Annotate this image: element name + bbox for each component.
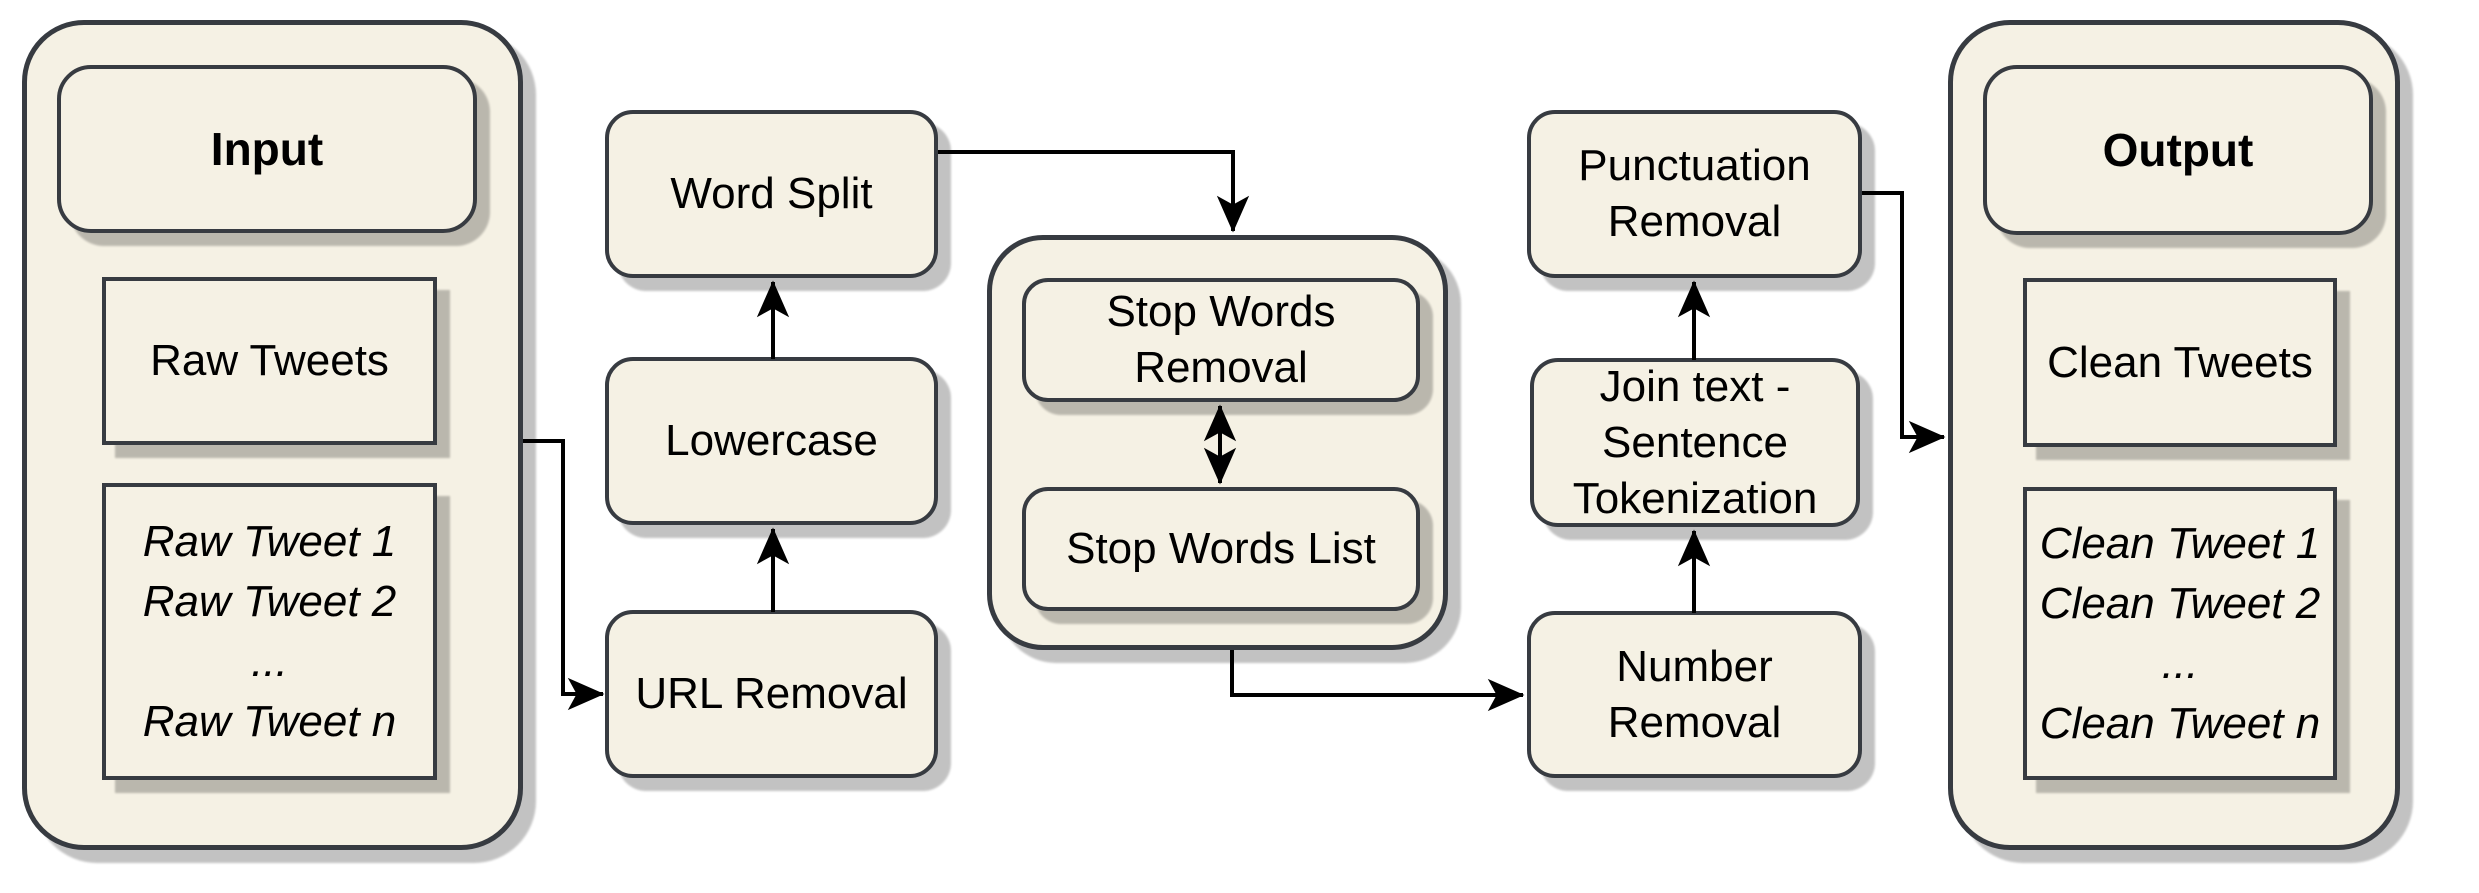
raw-tweet-item: Raw Tweet n — [142, 696, 397, 746]
input-title-label: Input — [210, 123, 324, 175]
raw-tweets-label: Raw Tweets — [150, 336, 389, 385]
step-url-removal: URL Removal — [605, 610, 938, 778]
step-lowercase-label: Lowercase — [665, 416, 878, 465]
step-punctuation-removal-label: Punctuation Removal — [1578, 141, 1811, 246]
raw-tweets-box: Raw Tweets — [102, 277, 437, 445]
stop-words-list-box: Stop Words List — [1022, 487, 1420, 611]
ellipsis: ... — [251, 636, 288, 686]
step-number-removal-label: Number Removal — [1607, 641, 1782, 747]
connector-stop-words-to-number-removal — [1230, 650, 1525, 712]
raw-tweet-list-box: Raw Tweet 1 Raw Tweet 2 ... Raw Tweet n — [102, 483, 437, 780]
ellipsis: ... — [2161, 638, 2199, 688]
raw-tweet-item: Raw Tweet 1 — [142, 516, 397, 566]
connector-input-to-url-removal — [523, 439, 605, 711]
clean-tweet-item: Clean Tweet 1 — [2039, 518, 2321, 568]
step-word-split: Word Split — [605, 110, 938, 278]
clean-tweet-item: Clean Tweet n — [2039, 698, 2321, 748]
step-join-text-sentence-tokenization: Join text - Sentence Tokenization — [1530, 358, 1860, 527]
clean-tweet-list-box: Clean Tweet 1 Clean Tweet 2 ... Clean Tw… — [2023, 487, 2337, 780]
step-number-removal: Number Removal — [1527, 611, 1862, 778]
clean-tweet-item: Clean Tweet 2 — [2039, 578, 2321, 628]
connector-punctuation-removal-to-output — [1862, 191, 1946, 454]
step-stop-words-removal: Stop Words Removal — [1022, 278, 1420, 402]
raw-tweet-item: Raw Tweet 2 — [142, 576, 397, 626]
output-title-label: Output — [2102, 124, 2254, 176]
step-word-split-label: Word Split — [670, 169, 873, 218]
step-punctuation-removal: Punctuation Removal — [1527, 110, 1862, 278]
clean-tweets-box: Clean Tweets — [2023, 278, 2337, 447]
input-title-box: Input — [57, 65, 477, 233]
step-join-text-label: Join text - Sentence Tokenization — [1572, 361, 1818, 523]
step-stop-words-removal-label: Stop Words Removal — [1106, 287, 1336, 392]
output-title-box: Output — [1983, 65, 2373, 235]
step-lowercase: Lowercase — [605, 357, 938, 525]
clean-tweets-label: Clean Tweets — [2047, 337, 2313, 387]
connector-word-split-to-stop-words — [938, 150, 1250, 233]
step-url-removal-label: URL Removal — [635, 669, 908, 718]
stop-words-list-label: Stop Words List — [1066, 524, 1376, 573]
